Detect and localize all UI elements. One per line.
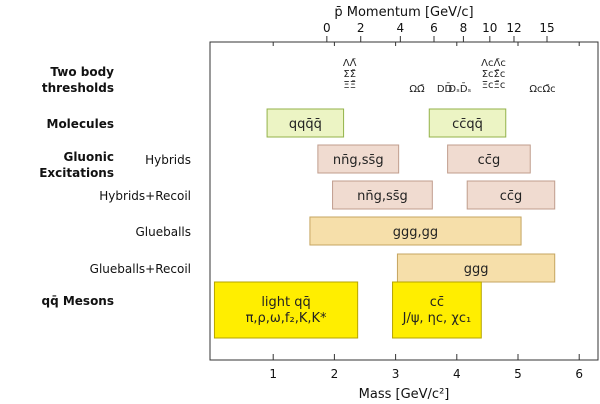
range-bar [447,144,531,174]
range-bar [332,180,433,210]
momentum-tick-label: 6 [430,21,438,35]
momentum-tick-label: 10 [482,21,497,35]
momentum-tick-label: 4 [397,21,405,35]
range-bar [428,108,507,138]
row-label: Glueballs+Recoil [90,262,191,276]
range-bar [392,281,482,339]
group-label: thresholds [42,81,114,95]
momentum-tick-label: 15 [539,21,554,35]
threshold-label: ΣcΣ̄c [482,69,506,80]
momentum-axis-title: p̄ Momentum [GeV/c] [334,5,473,20]
group-label: Molecules [47,117,115,131]
bar-label: cc̄ [430,295,444,310]
group-label: Excitations [39,166,114,180]
momentum-tick-label: 2 [357,21,365,35]
bar-label: cc̄g [478,153,501,168]
mass-tick-label: 2 [331,367,339,381]
range-bar [266,108,345,138]
mass-tick-label: 6 [575,367,583,381]
plot-frame [209,41,599,361]
mass-tick-label: 1 [269,367,277,381]
threshold-label: ΣΣ̄ [343,69,356,80]
group-label: Two body [50,65,114,79]
bar-label: light qq̄ [261,295,310,310]
momentum-tick-label: 12 [506,21,521,35]
range-bar [213,281,359,339]
threshold-label: ΩΩ̄ [409,84,425,95]
threshold-label: ΞcΞ̄c [482,80,506,91]
row-label: Hybrids+Recoil [99,189,191,203]
bar-label: cc̄qq̄ [452,117,483,132]
threshold-label: ΩcΩ̄c [529,84,555,95]
range-bar [466,180,556,210]
bar-label: cc̄g [500,189,523,204]
threshold-label: DD̄ [437,82,453,95]
mass-tick-label: 5 [514,367,522,381]
threshold-label: ΛΛ̄ [343,58,357,69]
bar-label: J/ψ, ηc, χc₁ [402,311,472,326]
momentum-tick-label: 0 [323,21,331,35]
group-label: qq̄ Mesons [41,294,114,308]
mass-axis-title: Mass [GeV/c²] [359,387,450,402]
mass-tick-label: 3 [392,367,400,381]
range-bar [309,216,522,246]
threshold-label: DₛD̄ₛ [448,82,471,95]
threshold-label: ΛcΛ̄c [481,58,506,69]
bar-label: ggg [464,262,489,277]
bar-label: ggg,gg [393,225,438,240]
group-label: Gluonic [63,150,114,164]
row-label: Glueballs [135,225,191,239]
mass-tick-label: 4 [453,367,461,381]
row-label: Hybrids [145,153,191,167]
bar-label: π,ρ,ω,f₂,K,K* [246,311,327,326]
bar-label: qqq̄q̄ [289,117,322,132]
row-labels: HybridsHybrids+RecoilGlueballsGlueballs+… [39,65,191,308]
bar-label: nn̄g,ss̄g [357,189,408,204]
threshold-label: ΞΞ̄ [343,80,356,91]
bar-label: nn̄g,ss̄g [333,153,384,168]
range-bar [317,144,400,174]
range-bar [396,253,556,283]
momentum-tick-label: 8 [460,21,468,35]
